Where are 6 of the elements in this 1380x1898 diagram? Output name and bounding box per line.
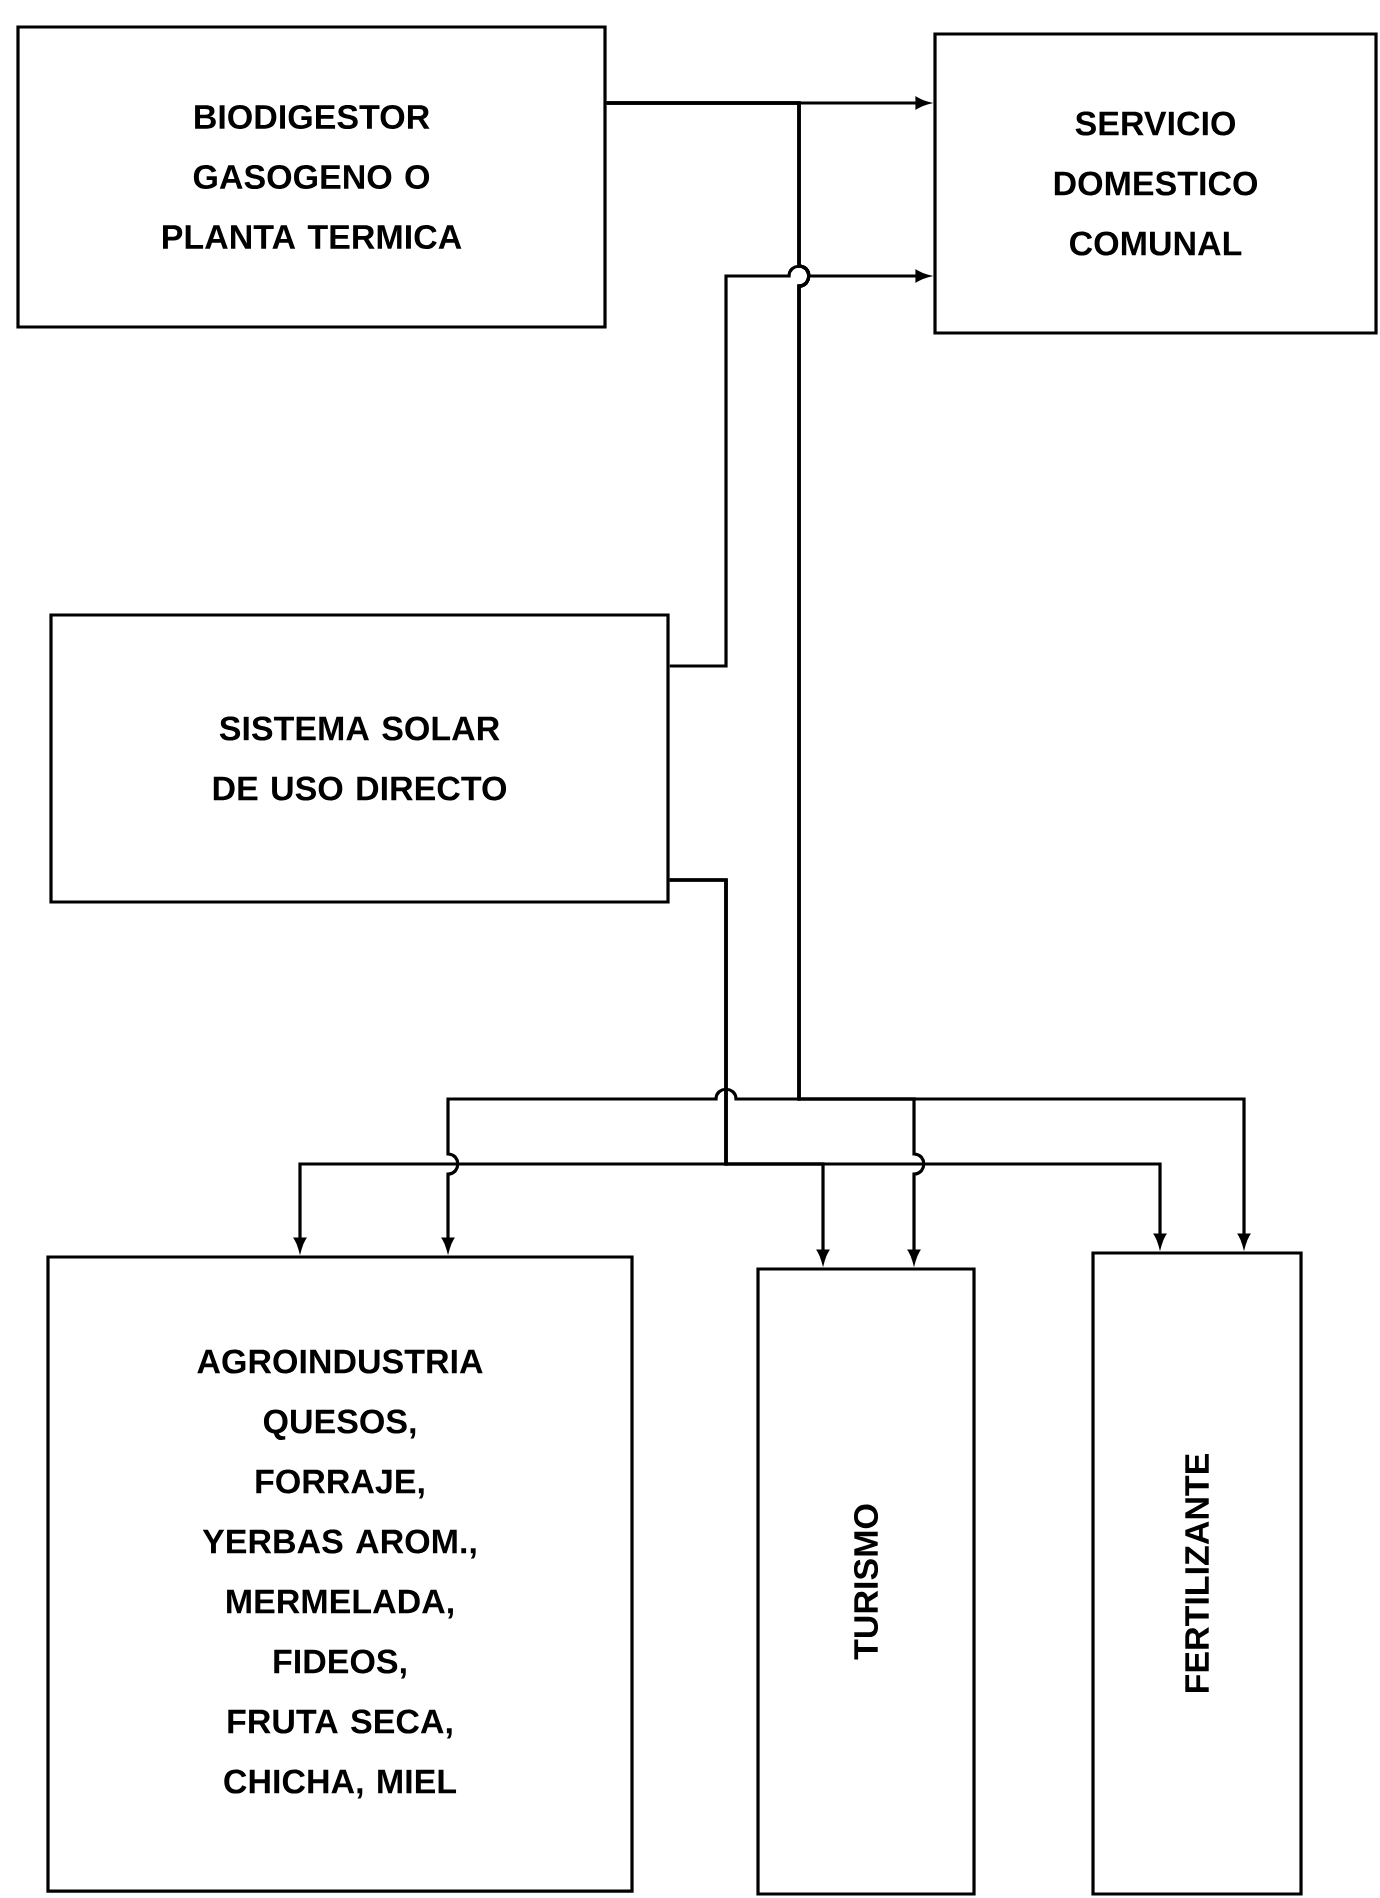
- process-box: TURISMO: [756, 1267, 976, 1896]
- process-box: SISTEMA SOLAR DE USO DIRECTO: [49, 613, 670, 904]
- process-box: AGROINDUSTRIA QUESOS, FORRAJE, YERBAS AROM., MERMELADA, FIDEOS, FRUTA SECA, CHICHA, MIEL: [46, 1255, 634, 1893]
- process-box: SERVICIO DOMESTICO COMUNAL: [933, 32, 1378, 335]
- process-box: BIODIGESTOR GASOGENO O PLANTA TERMICA: [16, 25, 607, 329]
- process-box: FERTILIZANTE: [1091, 1251, 1303, 1896]
